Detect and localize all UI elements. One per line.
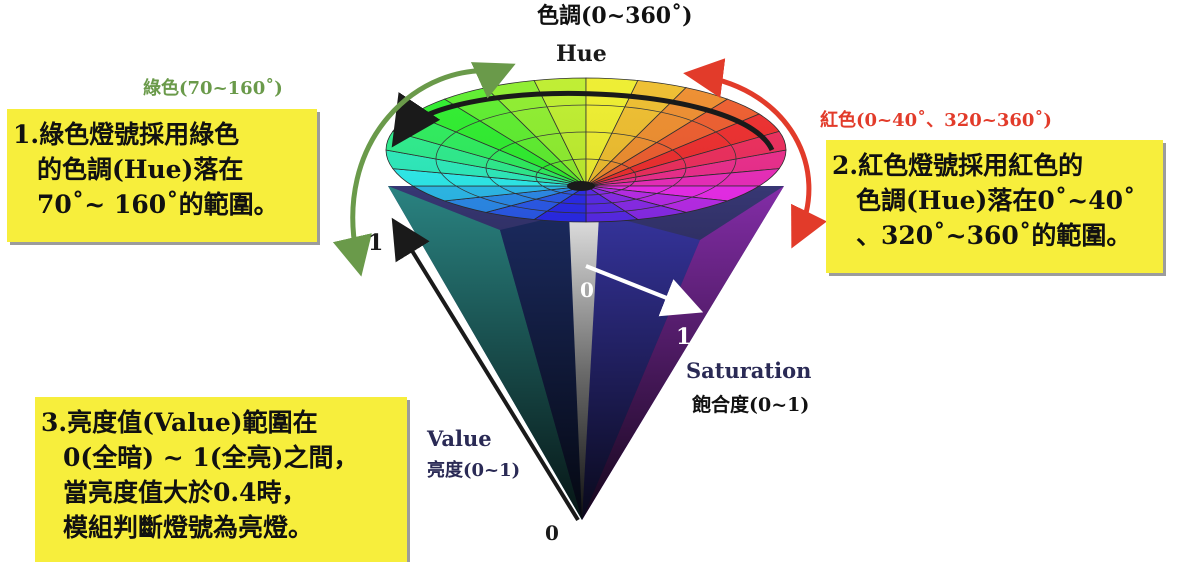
red-callout-box: 2.紅色燈號採用紅色的 色調(Hue)落在0˚~40˚ 、320˚~360˚的範…: [826, 140, 1163, 273]
value-axis-label-zh: 亮度(0~1): [427, 460, 521, 481]
red-callout-line-1: 2.紅色燈號採用紅色的: [832, 151, 1084, 180]
value-callout-line-4: 模組判斷燈號為亮燈。: [63, 513, 314, 542]
red-arrow-tip: [683, 58, 726, 98]
green-arrow-tip: [470, 62, 516, 99]
saturation-end-label: 1: [676, 324, 692, 350]
value-callout-box: 3.亮度值(Value)範圍在 0(全暗) ~ 1(全亮)之間， 當亮度值大於0…: [35, 397, 407, 562]
red-callout-line-3: 、320˚~360˚的範圍。: [856, 221, 1132, 250]
green-range-label: 綠色(70~160˚): [143, 78, 283, 99]
saturation-axis-label-zh: 飽合度(0~1): [692, 394, 810, 416]
red-range-label: 紅色(0~40˚、320~360˚): [820, 110, 1052, 131]
value-top-label: 1: [368, 230, 384, 256]
green-callout-line-2: 的色調(Hue)落在: [37, 155, 244, 184]
value-callout-line-3: 當亮度值大於0.4時，: [63, 478, 307, 507]
green-callout-line-1: 1.綠色燈號採用綠色: [13, 120, 240, 149]
hue-disc: [385, 77, 787, 223]
hue-label: Hue: [556, 41, 607, 67]
cone-center: [567, 181, 595, 191]
hue-disc-shade: [386, 78, 786, 222]
saturation-axis-label: Saturation: [686, 358, 812, 383]
value-bottom-label: 0: [545, 521, 559, 545]
cone-body: [388, 186, 784, 520]
value-callout-line-2: 0(全暗) ~ 1(全亮)之間，: [63, 443, 359, 472]
value-axis-arrow: [391, 217, 580, 522]
red-range-arrow: [699, 73, 827, 249]
saturation-start-label: 0: [580, 278, 594, 302]
diagram-title: 色調(0~360˚): [537, 3, 693, 29]
hue-arc-arrow: [391, 90, 775, 152]
value-callout-line-1: 3.亮度值(Value)範圍在: [41, 408, 318, 437]
green-range-arrow: [332, 68, 501, 277]
red-callout-line-2: 色調(Hue)落在0˚~40˚: [856, 186, 1136, 215]
value-axis-label: Value: [427, 426, 492, 451]
saturation-axis-arrow: [585, 264, 704, 317]
green-callout-box: 1.綠色燈號採用綠色 的色調(Hue)落在 70˚~ 160˚的範圍。: [7, 109, 317, 242]
green-callout-line-3: 70˚~ 160˚的範圍。: [37, 190, 279, 219]
